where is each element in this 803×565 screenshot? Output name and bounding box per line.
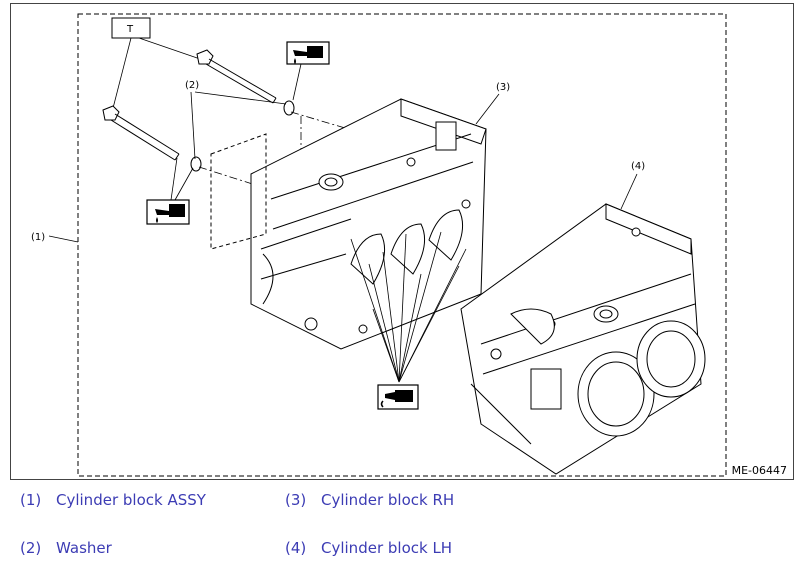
legend-number: (2): [20, 539, 42, 557]
callout-4-label: (4): [631, 161, 645, 172]
legend-label: Cylinder block ASSY: [56, 491, 206, 509]
callout-2: (2): [185, 80, 287, 160]
diagram-canvas: (1) T (2): [31, 13, 727, 477]
legend-item-4: (4) Cylinder block LH: [285, 539, 452, 557]
torque-label: T: [126, 24, 134, 35]
parts-legend: (1) Cylinder block ASSY (3) Cylinder block…: [0, 480, 803, 565]
figure-id: ME-06447: [731, 464, 787, 477]
bolt-lower: [102, 105, 180, 161]
legend-number: (3): [285, 491, 307, 509]
legend-item-3: (3) Cylinder block RH: [285, 491, 454, 509]
exploded-view-figure: (1) T (2): [10, 3, 794, 480]
legend-item-1: (1) Cylinder block ASSY: [20, 491, 206, 509]
oil-can-icon: [146, 157, 194, 225]
legend-label: Washer: [56, 539, 112, 557]
callout-1: (1): [31, 232, 79, 243]
cylinder-block-rh: [210, 98, 487, 350]
washer-upper: [283, 100, 295, 116]
sealant-lines: [350, 231, 467, 383]
callout-2-label: (2): [185, 80, 199, 91]
legend-number: (1): [20, 491, 42, 509]
legend-item-2: (2) Washer: [20, 539, 112, 557]
callout-3: (3): [475, 82, 510, 125]
callout-1-label: (1): [31, 232, 45, 243]
legend-label: Cylinder block LH: [321, 539, 453, 557]
callout-3-label: (3): [496, 82, 510, 93]
bolt-upper: [196, 49, 277, 104]
cylinder-block-lh: [460, 203, 706, 475]
legend-label: Cylinder block RH: [321, 491, 455, 509]
sealant-icon: [377, 384, 419, 410]
washer-lower: [190, 156, 202, 172]
assembly-boundary: [77, 13, 727, 477]
oil-can-icon: [286, 41, 330, 101]
torque-callout: T: [110, 17, 204, 117]
callout-4: (4): [620, 161, 645, 210]
legend-number: (4): [285, 539, 307, 557]
